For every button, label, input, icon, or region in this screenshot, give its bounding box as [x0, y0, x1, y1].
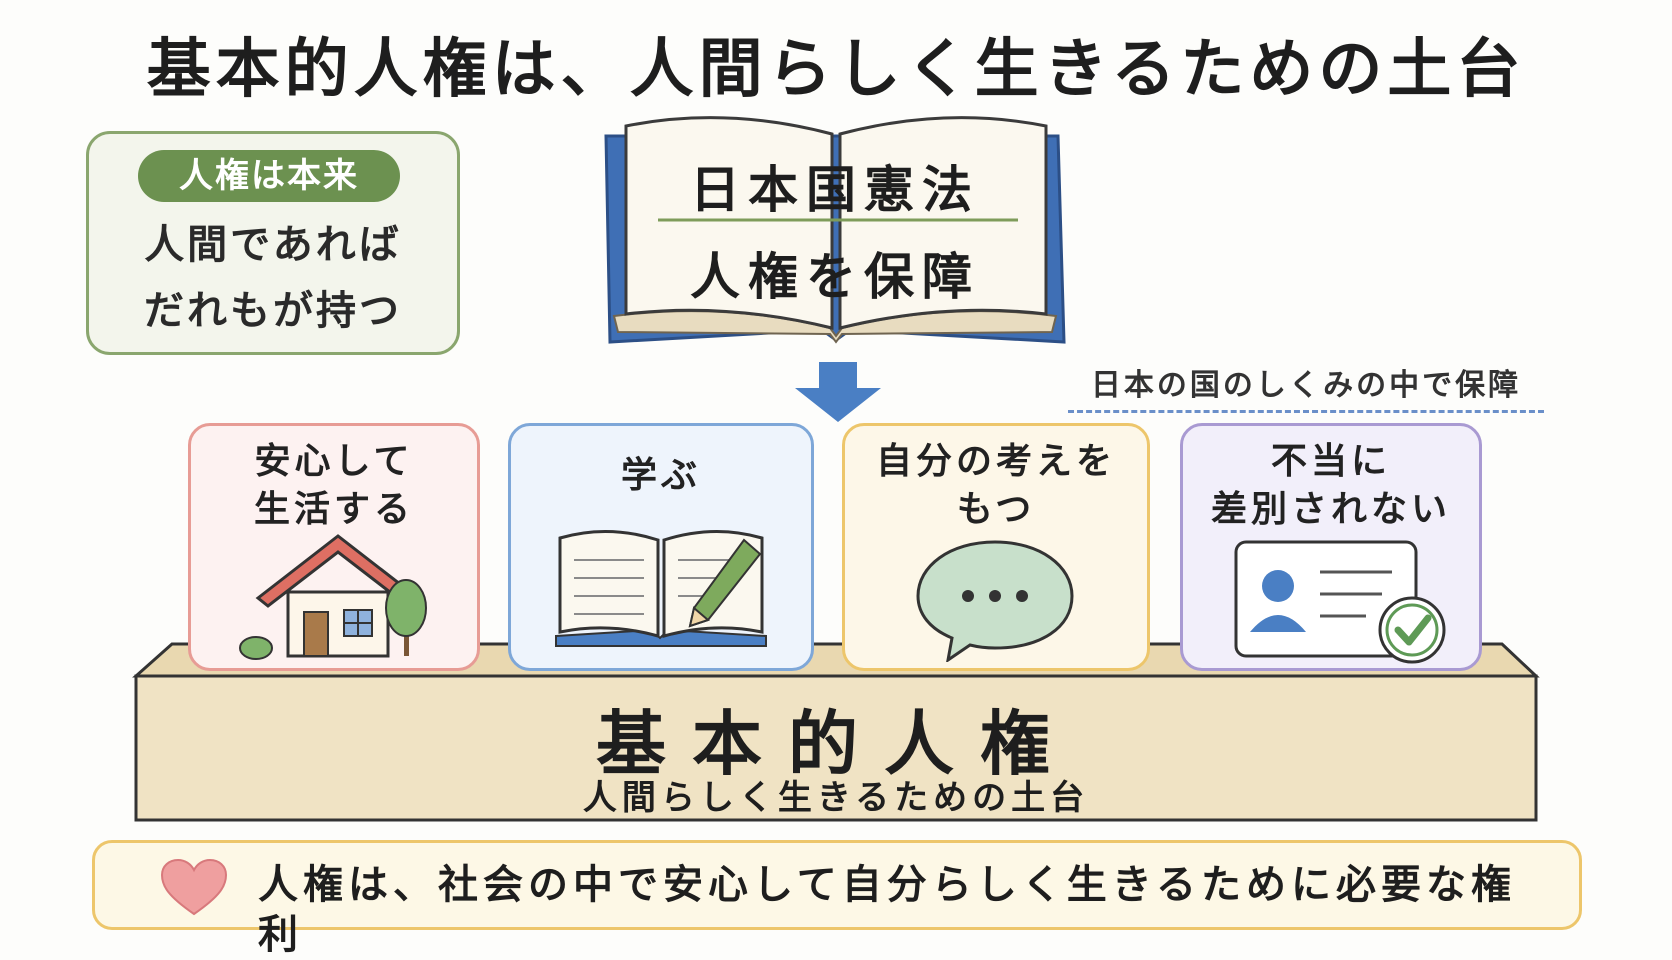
open-book-icon [604, 116, 1066, 344]
card-living-line-2: 生活する [253, 489, 414, 530]
note-pill: 人権は本来 [138, 150, 400, 202]
house-icon [239, 534, 427, 660]
bottom-banner [92, 840, 1582, 930]
heart-icon [160, 858, 228, 916]
book-pencil-icon [555, 529, 767, 647]
card-learning-label: 学ぶ [508, 452, 814, 500]
note-line-1: 人間であれば [144, 222, 402, 268]
book-line-2: 人権を保障 [690, 248, 980, 306]
card-living-label: 安心して 生活する [188, 438, 480, 534]
speech-bubble-icon [916, 540, 1074, 662]
note-text: 人間であれば だれもが持つ [86, 212, 460, 344]
card-thinking-line-2: もつ [956, 489, 1036, 530]
card-living-line-1: 安心して [254, 441, 414, 482]
id-card-check-icon [1234, 540, 1446, 664]
page-title: 基本的人権は、人間らしく生きるための土台 [146, 33, 1526, 107]
card-thinking-line-1: 自分の考えを [875, 441, 1116, 482]
book-line-1: 日本国憲法 [690, 161, 980, 219]
banner-text: 人権は、社会の中で安心して自分らしく生きるために必要な権利 [258, 862, 1516, 958]
card-learning-line-1: 学ぶ [620, 455, 701, 496]
note-line-2: だれもが持つ [144, 288, 402, 334]
side-note: 日本の国のしくみの中で保障 [1068, 360, 1544, 413]
card-thinking-label: 自分の考えを もつ [842, 438, 1150, 534]
down-arrow-icon [795, 362, 881, 422]
card-equality-label: 不当に 差別されない [1180, 438, 1482, 534]
base-subtitle: 人間らしく生きるための土台 [582, 778, 1090, 818]
card-equality-line-1: 不当に [1270, 441, 1391, 482]
base-title: 基本的人権 [596, 703, 1076, 785]
card-equality-line-2: 差別されない [1210, 489, 1451, 530]
